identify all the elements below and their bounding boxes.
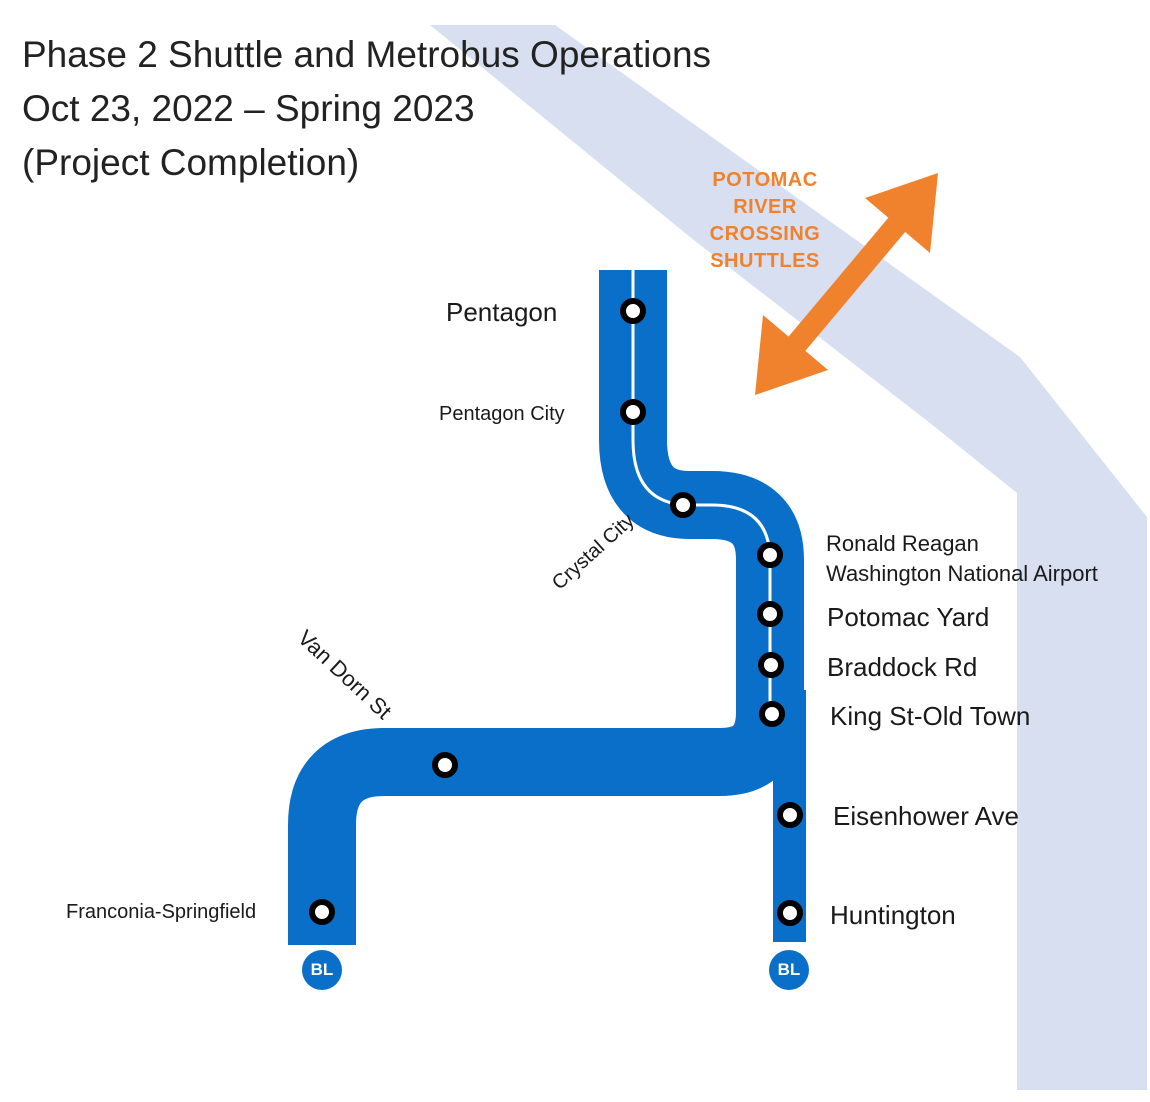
shuttle-label-line: RIVER [733,196,797,218]
station-franconia [309,899,335,925]
station-pentagon-city [620,399,646,425]
station-pentagon [620,298,646,324]
station-king-st [759,701,785,727]
station-huntington [777,900,803,926]
label-eisenhower: Eisenhower Ave [833,801,1019,831]
potomac-river [430,25,1147,1090]
station-potomac-yard [757,601,783,627]
shuttle-label: POTOMAC RIVER CROSSING SHUTTLES [690,167,840,275]
station-crystal-city [670,492,696,518]
label-pentagon: Pentagon [446,297,558,327]
blue-line [288,270,806,945]
blue-line-badge-franconia: BL [302,950,342,990]
station-braddock-rd [758,652,784,678]
label-reagan-line1: Ronald Reagan [826,531,979,556]
label-king-st: King St-Old Town [830,701,1031,731]
label-braddock-rd: Braddock Rd [827,652,978,682]
title-line-2: Oct 23, 2022 – Spring 2023 [22,88,475,129]
page-title: Phase 2 Shuttle and Metrobus Operations … [22,28,711,190]
label-huntington: Huntington [830,900,956,930]
stations [309,298,803,926]
blue-line-badge-huntington: BL [769,950,809,990]
station-van-dorn [432,752,458,778]
station-reagan-airport [757,542,783,568]
title-line-1: Phase 2 Shuttle and Metrobus Operations [22,34,712,75]
label-potomac-yard: Potomac Yard [827,602,990,632]
shuttle-label-line: POTOMAC [712,169,818,191]
station-eisenhower [777,802,803,828]
title-line-3: (Project Completion) [22,142,360,183]
label-pentagon-city: Pentagon City [439,403,565,425]
shuttle-label-line: CROSSING [709,223,821,245]
shuttle-arrow [755,173,938,395]
label-franconia: Franconia-Springfield [66,901,257,923]
shuttle-label-line: SHUTTLES [710,250,820,272]
label-reagan-line2: Washington National Airport [826,561,1098,586]
